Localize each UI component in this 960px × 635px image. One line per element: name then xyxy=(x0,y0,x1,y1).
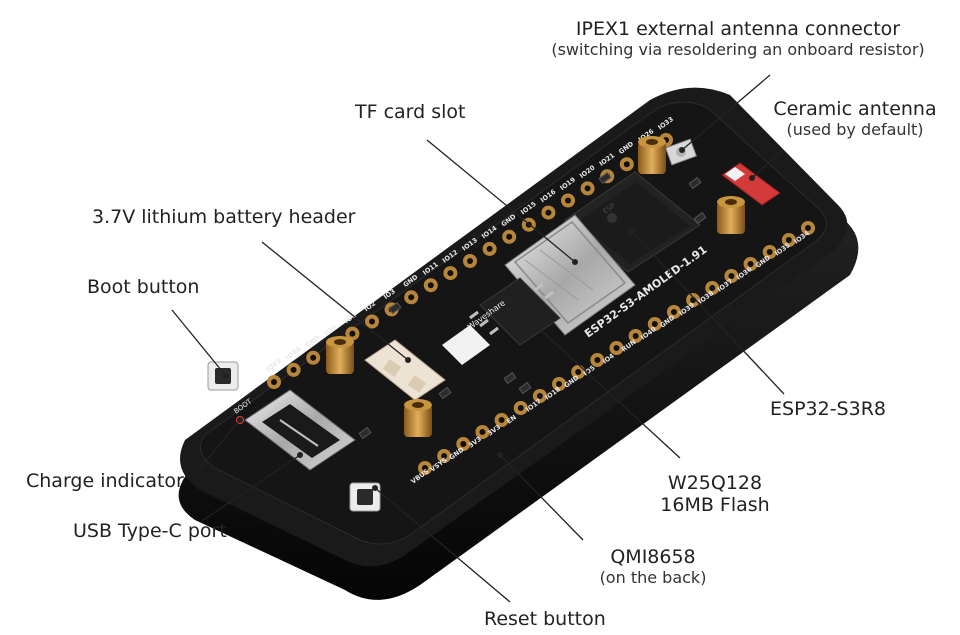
callout-ipex-note: (switching via resoldering an onboard re… xyxy=(551,40,925,59)
callout-reset: Reset button xyxy=(484,608,606,630)
callout-flash-title: W25Q128 xyxy=(667,472,763,494)
callout-battery-title: 3.7V lithium battery header xyxy=(92,206,356,228)
callout-flash: W25Q128 16MB Flash xyxy=(630,472,800,516)
bottom-pin-hole xyxy=(709,285,716,291)
top-pin-hole xyxy=(486,245,493,252)
top-pin-hole xyxy=(584,185,591,192)
leader-ipex xyxy=(681,74,771,151)
bottom-pin-hole xyxy=(556,381,563,387)
callout-boot-title: Boot button xyxy=(87,276,200,298)
callout-boot: Boot button xyxy=(87,276,199,298)
callout-ceramic-title: Ceramic antenna xyxy=(773,98,937,120)
bottom-pin-hole xyxy=(422,465,428,471)
bottom-pin-hole xyxy=(766,249,773,255)
top-pin-hole xyxy=(467,258,473,264)
bottom-pin-hole xyxy=(728,273,735,279)
leader-ceramic xyxy=(751,149,784,179)
leader-charge xyxy=(199,419,241,469)
callout-ipex-title: IPEX1 external antenna connector xyxy=(575,18,901,40)
callout-ceramic: Ceramic antenna (used by default) xyxy=(760,98,950,140)
callout-esp-title: ESP32-S3R8 xyxy=(770,398,886,420)
top-pin-hole xyxy=(408,294,415,301)
leader-esp xyxy=(631,231,785,395)
top-pin-hole xyxy=(349,330,356,337)
bottom-pin-hole xyxy=(575,369,582,375)
ceramic-antenna xyxy=(721,162,781,206)
leader-usb xyxy=(201,454,301,522)
top-pin-hole xyxy=(545,209,552,216)
reset-button-shape xyxy=(349,482,381,512)
leader-battery xyxy=(261,241,409,361)
callout-battery: 3.7V lithium battery header xyxy=(92,206,356,228)
smd-components xyxy=(358,171,707,440)
battery-connector xyxy=(364,339,446,401)
bottom-pin-hole xyxy=(536,393,543,399)
top-pin-hole xyxy=(290,366,297,373)
callout-charge: Charge indicator xyxy=(26,470,184,492)
bottom-pin-hole xyxy=(594,357,601,363)
brass-standoffs xyxy=(326,136,745,437)
top-pin-hole xyxy=(623,161,630,168)
callout-tf: TF card slot xyxy=(355,101,466,123)
leader-lines xyxy=(171,74,785,603)
callout-qmi-note: (on the back) xyxy=(599,568,707,587)
leader-tf xyxy=(426,139,576,263)
bottom-pin-hole xyxy=(747,261,754,267)
bottom-pin-hole xyxy=(632,333,639,339)
callout-ipex: IPEX1 external antenna connector (switch… xyxy=(528,18,948,60)
leader-flash xyxy=(507,299,681,459)
top-pin-hole xyxy=(506,233,513,240)
top-pin-hole xyxy=(369,318,375,325)
bottom-pin-hole xyxy=(805,225,811,231)
callout-charge-title: Charge indicator xyxy=(26,470,184,492)
callout-usb-title: USB Type-C port xyxy=(73,520,227,542)
leader-reset xyxy=(374,487,511,603)
bottom-pin-hole xyxy=(785,237,792,243)
leader-boot xyxy=(171,309,227,377)
leader-qmi xyxy=(499,454,584,541)
top-pin-header xyxy=(267,133,673,389)
top-pin-hole xyxy=(427,282,434,289)
tf-card-slot xyxy=(504,214,636,336)
bottom-pin-hole xyxy=(498,417,505,423)
bottom-pin-hole xyxy=(651,321,658,327)
bottom-pin-hole xyxy=(479,429,486,435)
top-pin-hole xyxy=(310,354,317,361)
bottom-pin-hole xyxy=(670,309,677,315)
bottom-pin-hole xyxy=(441,453,448,459)
top-pin-hole xyxy=(565,197,571,204)
top-pin-hole xyxy=(447,270,454,277)
callout-esp: ESP32-S3R8 xyxy=(770,398,886,420)
bottom-pin-hole xyxy=(460,441,467,447)
callout-tf-title: TF card slot xyxy=(355,101,466,123)
callout-flash-note: 16MB Flash xyxy=(660,494,770,516)
bottom-pin-hole xyxy=(517,405,524,411)
callout-usb: USB Type-C port xyxy=(73,520,227,542)
leader-dots xyxy=(223,147,755,491)
usb-c-port xyxy=(244,389,356,471)
callout-qmi-title: QMI8658 xyxy=(610,546,696,568)
top-pin-hole xyxy=(271,379,277,385)
bottom-pin-hole xyxy=(613,345,620,351)
callout-ceramic-note: (used by default) xyxy=(786,120,924,139)
callout-qmi: QMI8658 (on the back) xyxy=(578,546,728,588)
callout-reset-title: Reset button xyxy=(484,608,606,630)
